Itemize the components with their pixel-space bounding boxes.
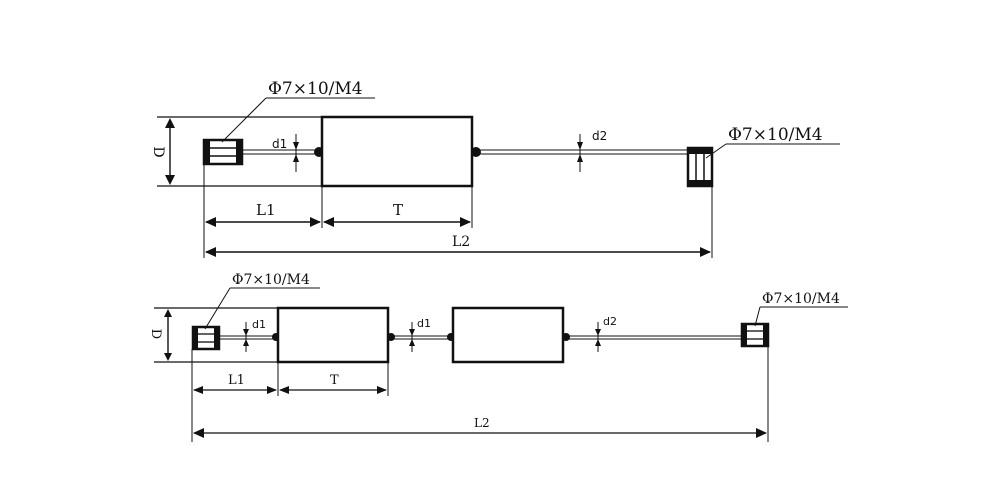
right-thread-label: Φ7×10/M4 xyxy=(762,291,840,307)
left-thread-label: Φ7×10/M4 xyxy=(232,272,310,288)
left-thread-label: Φ7×10/M4 xyxy=(268,79,363,99)
weld-point-4 xyxy=(562,333,570,341)
resistor-body-2 xyxy=(451,306,565,364)
right-leader-line xyxy=(754,306,761,327)
t-label: T xyxy=(330,373,339,388)
right-terminal xyxy=(686,146,714,188)
resistor-body xyxy=(320,115,474,188)
d-label: D xyxy=(148,329,163,339)
d2-label: d2 xyxy=(603,315,617,328)
d2-label: d2 xyxy=(592,129,607,143)
l2-label: L2 xyxy=(474,416,490,430)
l1-label: L1 xyxy=(228,373,245,388)
d1-mid-label: d1 xyxy=(417,317,431,330)
l1-label: L1 xyxy=(256,201,276,219)
right-terminal xyxy=(740,322,770,348)
left-terminal xyxy=(202,138,244,166)
resistor-body-1 xyxy=(276,306,390,364)
t-label: T xyxy=(393,201,403,219)
right-weld-point xyxy=(471,147,481,157)
figure-1: D Φ7×10/M4 Φ7×10/M4 xyxy=(150,79,840,258)
left-leader-line xyxy=(221,97,267,143)
right-thread-label: Φ7×10/M4 xyxy=(728,125,823,145)
weld-point-2 xyxy=(387,333,395,341)
d1-left-label: d1 xyxy=(252,318,266,331)
left-leader-line xyxy=(204,287,231,330)
d-arrow-top xyxy=(165,118,175,128)
d-label: D xyxy=(150,146,166,157)
left-terminal xyxy=(191,325,221,351)
right-leader-line xyxy=(705,143,727,159)
d1-label: d1 xyxy=(272,137,287,151)
figure-2: D Φ7 xyxy=(148,272,848,442)
l2-label: L2 xyxy=(452,234,470,250)
d-arrow-bottom xyxy=(165,175,175,185)
